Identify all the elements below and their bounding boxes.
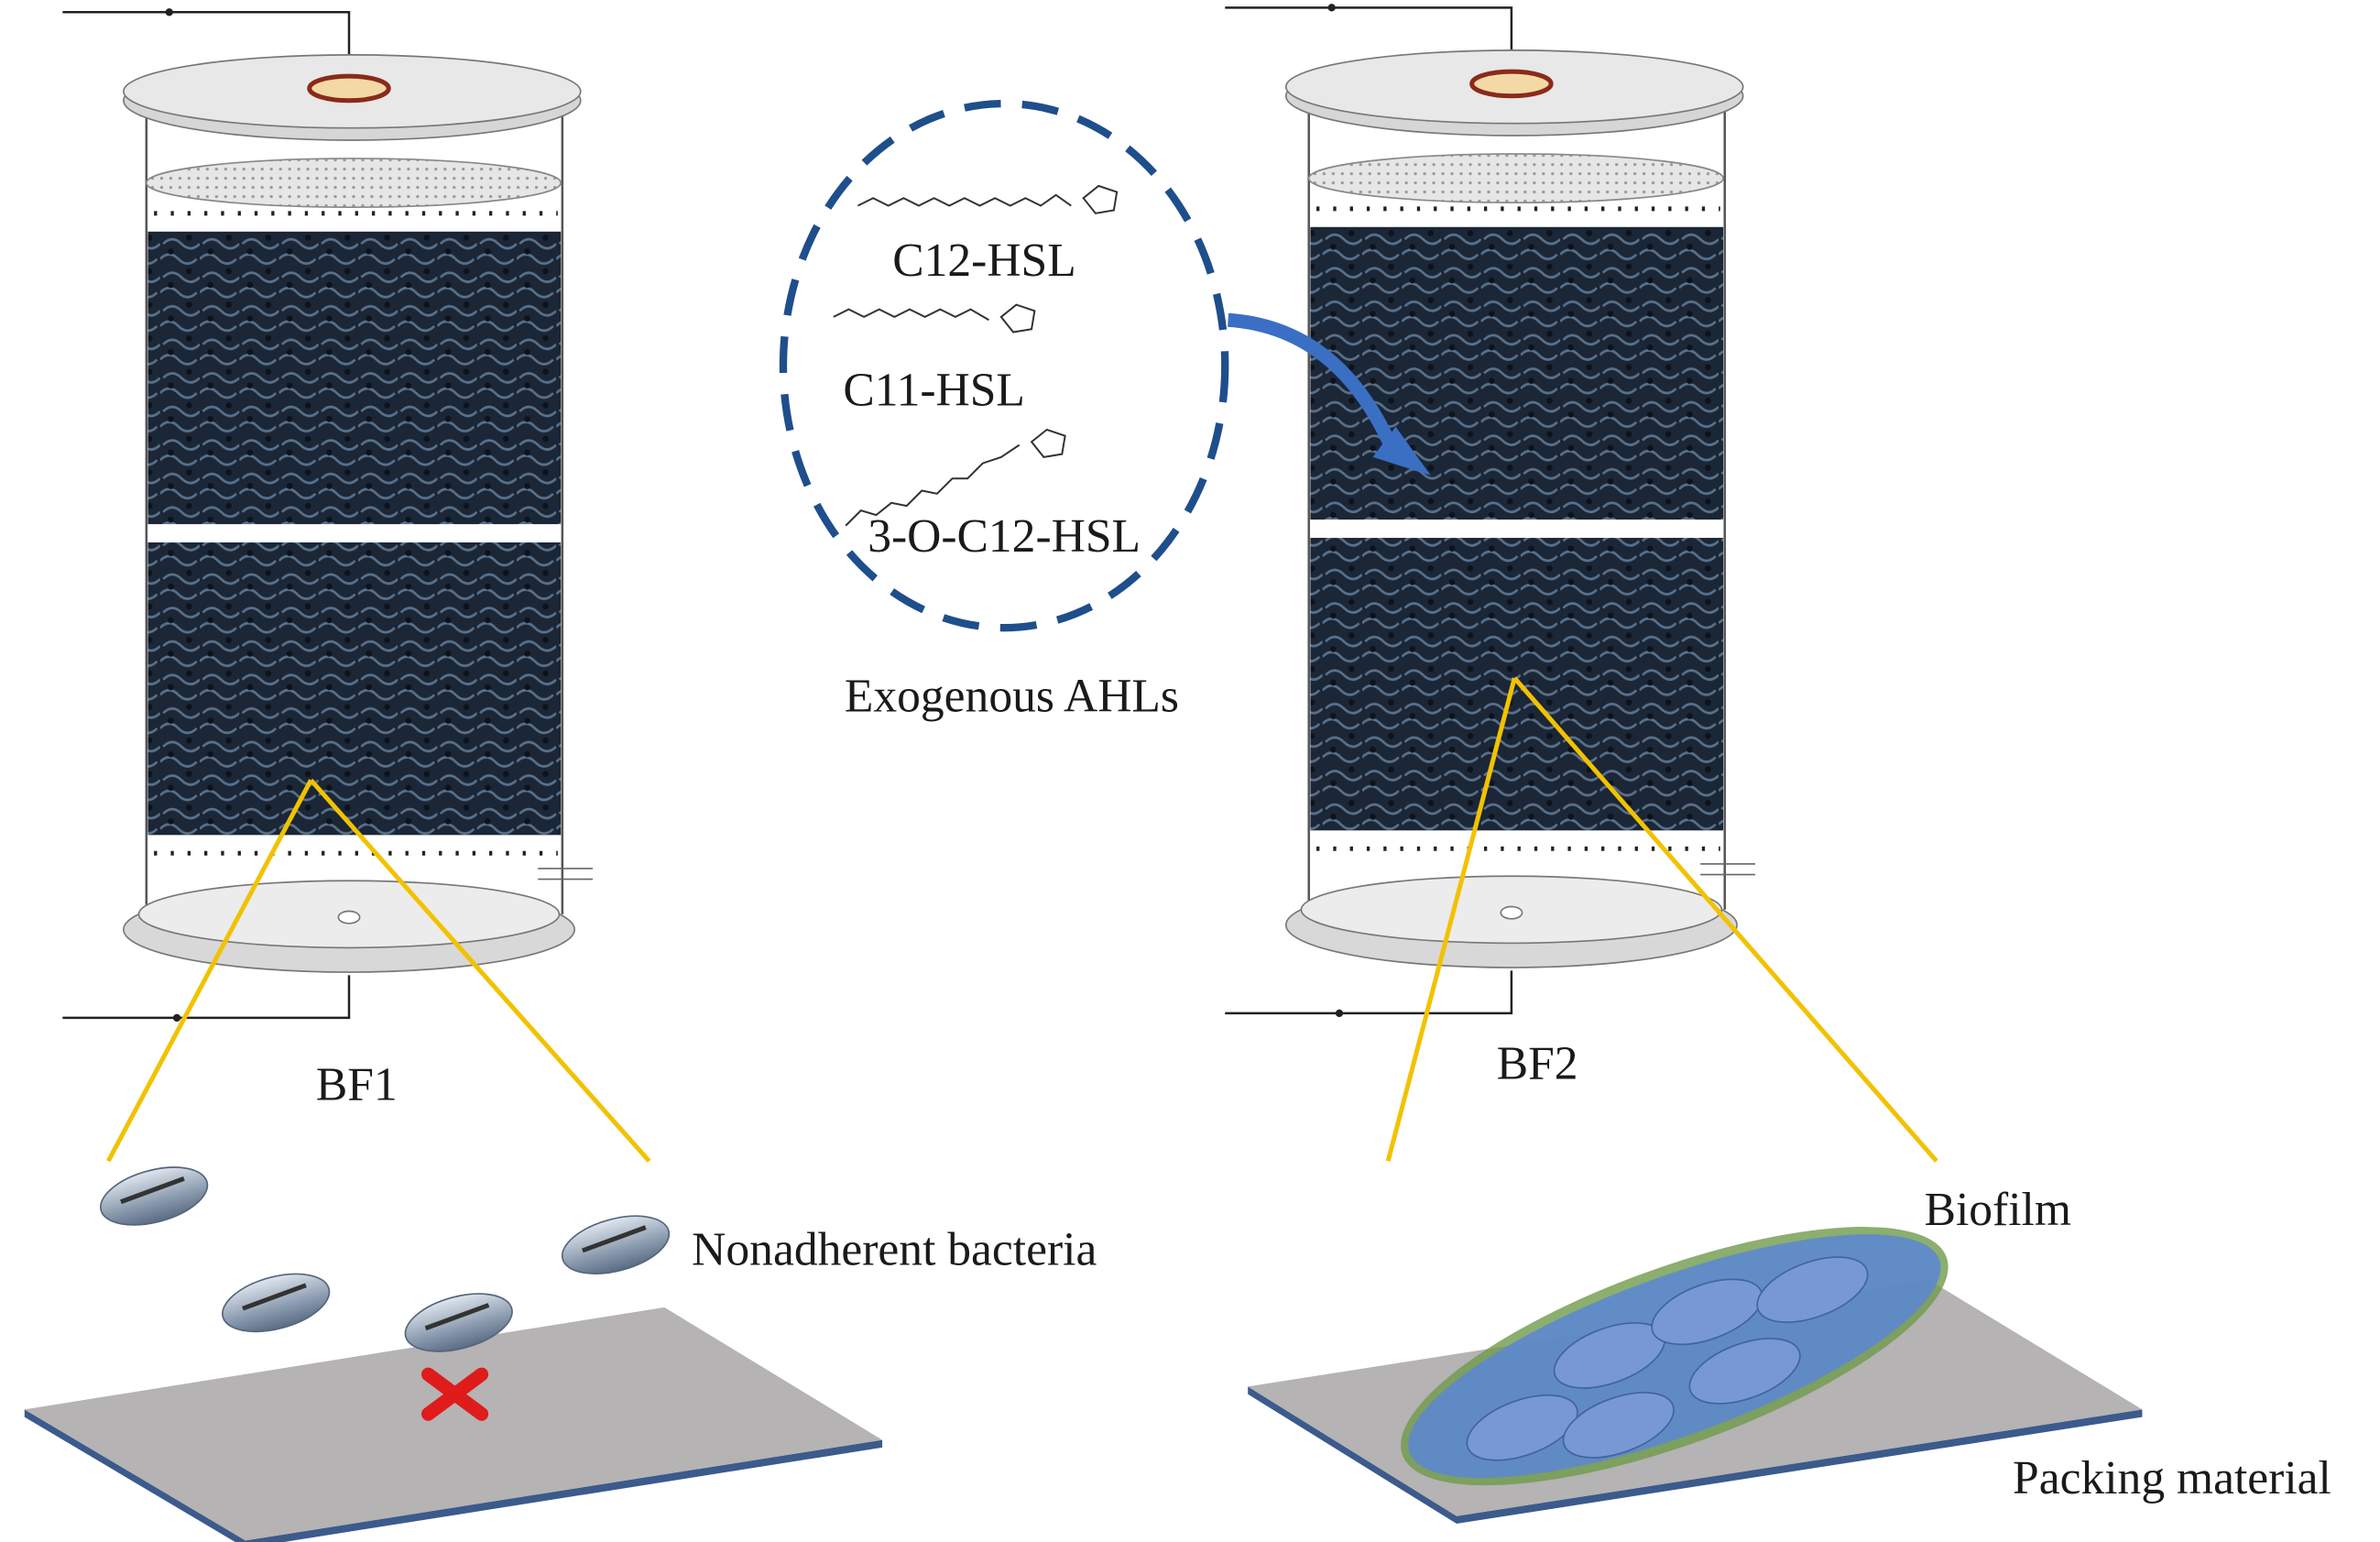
- label-c12-hsl: C12-HSL: [892, 235, 1075, 287]
- label-bf1: BF1: [316, 1059, 398, 1111]
- zoom-lines: [106, 676, 1938, 1163]
- arrow-head-icon: [1372, 426, 1431, 476]
- ahl-dashed-circle: [779, 99, 1229, 632]
- label-c11-hsl: C11-HSL: [843, 364, 1025, 416]
- dosing-arrow: [1228, 312, 1403, 460]
- packing-plate-bf1: [24, 1307, 883, 1541]
- foam-packing-upper: [147, 231, 562, 525]
- label-nonadherent-bacteria: Nonadherent bacteria: [692, 1223, 1097, 1275]
- label-packing-material: Packing material: [2013, 1452, 2331, 1504]
- distribution-plate: [145, 158, 562, 209]
- label-bf2: BF2: [1497, 1037, 1578, 1089]
- biofilm-layer: [1401, 1227, 1949, 1486]
- no-adhesion-cross-icon: [420, 1367, 489, 1421]
- foam-packing-lower: [147, 542, 562, 836]
- label-exogenous-ahls: Exogenous AHLs: [845, 671, 1179, 723]
- ahl-structures: [833, 184, 1119, 527]
- outlet-pipe: [62, 975, 351, 1020]
- reactor-bf1: [62, 8, 594, 1023]
- label-3-o-c12-hsl: 3-O-C12-HSL: [868, 510, 1141, 563]
- label-biofilm: Biofilm: [1925, 1184, 2071, 1236]
- nonadherent-bacteria: [100, 1166, 671, 1352]
